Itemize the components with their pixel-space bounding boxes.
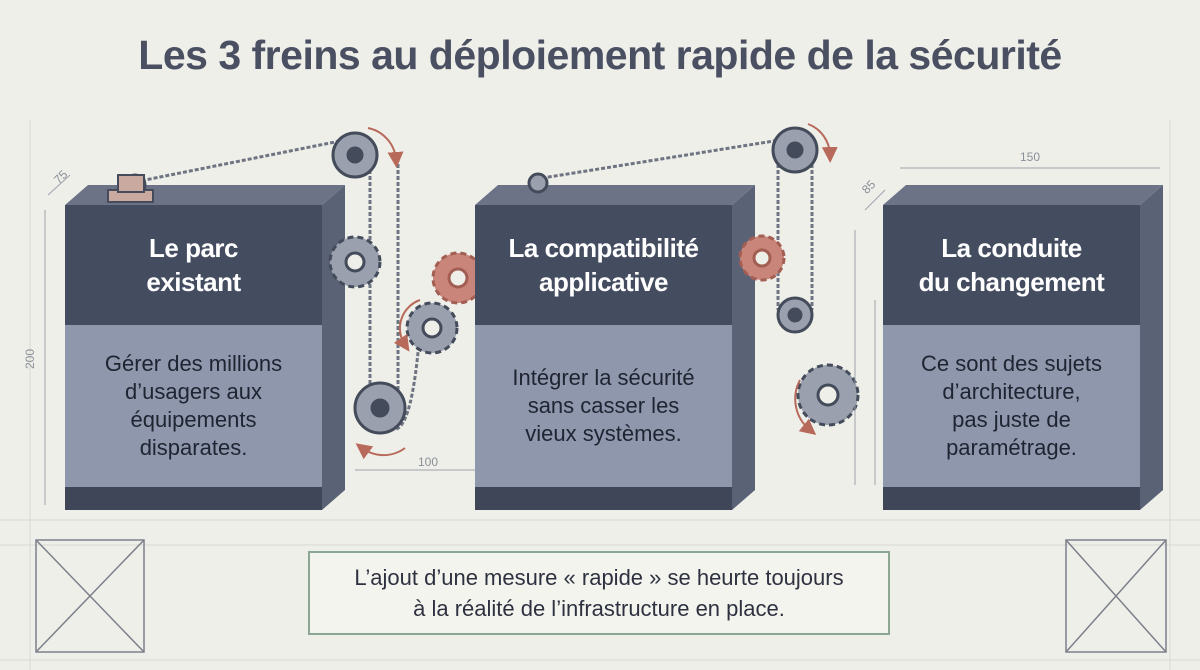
conclusion-line-1: L’ajout d’une mesure « rapide » se heurt… [354,565,844,590]
block-base [65,487,322,510]
block-heading-line: La conduite [941,233,1082,263]
dimension-label-200: 200 [23,348,38,370]
block-body-line: d’architecture, [942,379,1081,404]
motion-arrows [355,123,838,460]
block-body-line: Intégrer la sécurité [512,365,695,390]
block-heading: La compatibilité applicative [475,205,732,325]
block-heading-line: La compatibilité [508,233,699,263]
block-heading: Le parc existant [65,205,322,325]
conclusion-line-2: à la réalité de l’infrastructure en plac… [413,596,785,621]
block-heading: La conduite du changement [883,205,1140,325]
motor-mount [107,174,154,203]
block-le-parc-existant: Le parc existant Gérer des millions d’us… [65,205,322,510]
block-body-line: disparates. [139,435,248,460]
block-body-line: Ce sont des sujets [921,351,1102,376]
block-body: Gérer des millions d’usagers aux équipem… [65,325,322,487]
block-conduite-du-changement: La conduite du changement Ce sont des su… [883,205,1140,510]
block-body-line: Gérer des millions [104,351,283,376]
page-title: Les 3 freins au déploiement rapide de la… [138,32,1062,78]
block-body-line: vieux systèmes. [525,421,682,446]
block-body: Ce sont des sujets d’architecture, pas j… [883,325,1140,487]
block-body: Intégrer la sécurité sans casser les vie… [475,325,732,487]
dimension-label-100: 100 [418,455,439,469]
conclusion-box: L’ajout d’une mesure « rapide » se heurt… [308,551,890,635]
block-body-line: sans casser les [527,393,680,418]
block-heading-line: existant [146,267,241,297]
block-base [883,487,1140,510]
dimension-label-150: 150 [1020,150,1041,164]
grid-lines [0,120,1200,670]
side-frames [35,539,1167,653]
block-body-line: paramétrage. [946,435,1077,460]
block-body-line: d’usagers aux [125,379,262,404]
block-body-line: pas juste de [952,407,1071,432]
block-compatibilite-applicative: La compatibilité applicative Intégrer la… [475,205,732,510]
block-heading-line: Le parc [149,233,239,263]
block-heading-line: du changement [918,267,1105,297]
block-body-line: équipements [130,407,257,432]
dimension-lines [44,167,1160,505]
gears [328,234,860,427]
block-base [475,487,732,510]
block-sides [65,185,1163,510]
block-heading-line: applicative [539,267,668,297]
